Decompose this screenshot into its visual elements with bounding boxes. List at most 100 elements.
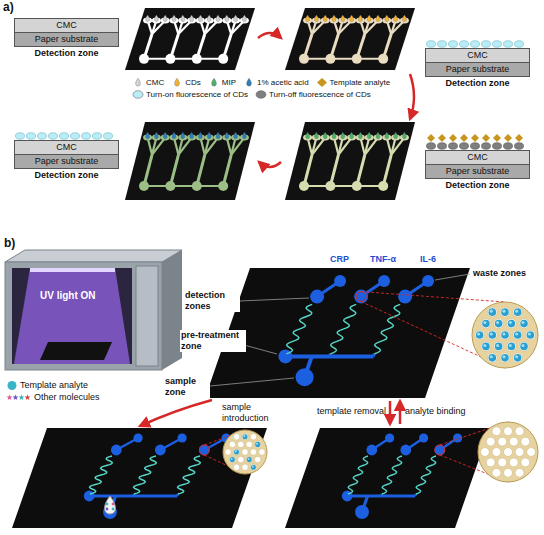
analyte-diamond [515,134,523,142]
bound-analyte-core [496,321,499,324]
imprint-cavity [238,441,244,447]
bound-analyte [501,331,509,339]
imprint-cavity [507,342,517,352]
layer-name: CMC [15,19,118,32]
imprint-cavity [481,448,490,457]
zone-caption: Detection zone [5,48,128,59]
reagent-drop [216,132,220,139]
reagent-drop [207,132,211,139]
layer-name: CMC [426,151,529,164]
legend-swatch [243,77,255,88]
zoom-mark [356,292,366,302]
bound-analyte-core [243,435,245,437]
imprint-cavity [233,449,239,455]
reagent-drop [367,132,371,139]
analyte-symbol [8,381,17,390]
label: CRP [330,254,349,265]
analyte-diamond [449,134,457,142]
label: TNF-α [370,254,396,265]
imprint-cavity [494,342,504,352]
sample-molecule [106,508,109,511]
cd-particle [504,41,513,48]
uv-box [5,250,182,370]
reagent-drop [163,132,167,139]
analyte-diamond [471,134,479,142]
molecule-star [13,395,19,400]
chip-base [285,122,415,200]
reagent-drop [341,15,345,22]
channel [144,58,223,60]
zoom-view [199,430,267,474]
bound-analyte-core [515,332,518,335]
leader-line [244,345,277,354]
reagent-drop [323,132,327,139]
bound-analyte-core [509,344,512,347]
channel [285,354,373,358]
legend-text: Template analyte [330,77,390,88]
step-arrow [410,74,414,119]
molecule-star [25,395,31,400]
imprint-cavity [500,353,510,363]
imprint-cavity [509,458,518,467]
reagent-drop [207,15,211,22]
layer-name: Paper substrate [15,155,118,168]
reagent-drop [225,132,229,139]
legend-text: CDs [185,77,201,88]
pretreatment-zone [84,491,95,502]
sample-spot [325,181,335,191]
imprint-cavity [225,449,231,455]
sample-drop [105,496,116,514]
imprint-cavity [238,456,244,462]
cd-particle [49,133,58,140]
paper-chip [285,8,415,70]
reagent-drop [314,132,318,139]
bound-analyte-core [502,310,505,313]
label: IL-6 [420,254,436,265]
bound-analyte-core [477,332,480,335]
imprint-cavity [481,342,491,352]
reagent-drop [306,132,310,139]
imprint-cavity [233,464,239,470]
legend-text: Template analyte [20,380,88,391]
legend-text: CMC [146,77,164,88]
legend-item: Template analyte [316,77,390,88]
sample-spot [139,181,149,191]
reagent-drop [376,15,380,22]
cd-particle [493,41,502,48]
imprint-cavity [487,307,497,317]
cd-particle [82,133,91,140]
arrows [140,33,414,426]
serpentine-channel [416,456,436,494]
bound-analyte-core [231,458,233,460]
uv-light [14,268,130,364]
bound-analyte-core [502,332,505,335]
channel [304,185,383,187]
bound-analyte [489,331,497,339]
bound-analyte-core [502,355,505,358]
chip-base [125,122,255,200]
reagent-drop [385,15,389,22]
sample-molecule [112,508,115,511]
imprint-cavity [498,458,507,467]
paper-device [285,428,490,528]
reagent-drop [367,15,371,22]
analyte-diamond [493,134,501,142]
zone-caption: Detection zone [416,78,539,89]
imprint-cavity [526,330,536,340]
reagent-drop [225,15,229,22]
label: b) [4,236,15,250]
bound-analyte-core [483,344,486,347]
label: sample introduction [222,402,284,424]
zone-caption: Detection zone [5,170,128,181]
imprint-cavity [513,353,523,363]
layer-band: CMC [14,140,119,155]
cd-particle [38,133,47,140]
leader-line [210,378,294,386]
legend: Template analyteOther molecules [6,380,126,404]
drop-symbol [247,78,252,86]
reagent-drop [234,132,238,139]
reagent-drop [242,15,246,22]
imprint-cavity [504,448,513,457]
waste-zone [422,275,434,287]
imprint-cavity [259,449,265,455]
